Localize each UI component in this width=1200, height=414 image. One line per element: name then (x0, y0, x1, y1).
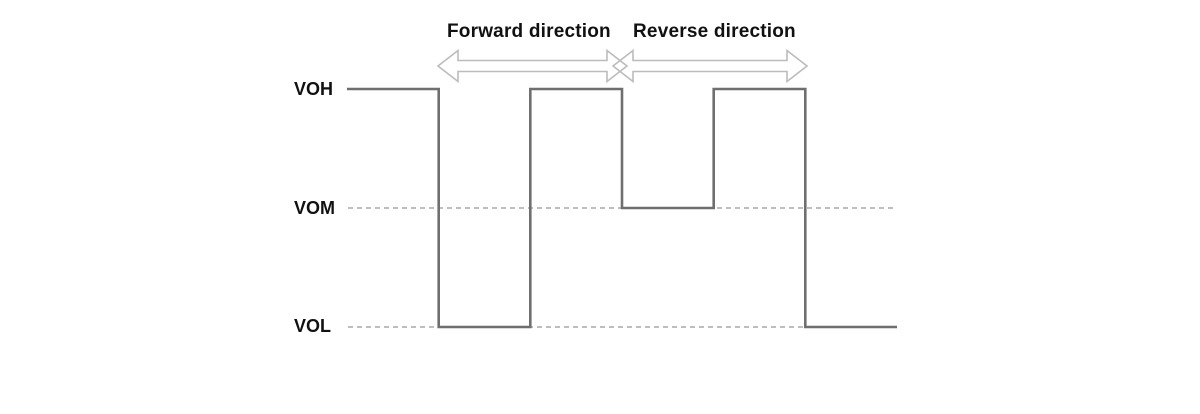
vol-level-label: VOL (294, 316, 332, 336)
forward-direction-label: Forward direction (447, 21, 611, 42)
reverse-direction-arrow (611, 48, 809, 84)
waveform-line (347, 87, 897, 329)
forward-direction-arrow (436, 48, 629, 84)
vom-level-label: VOM (294, 198, 336, 218)
voh-level-label: VOH (294, 79, 334, 99)
reverse-direction-label: Reverse direction (633, 21, 796, 42)
